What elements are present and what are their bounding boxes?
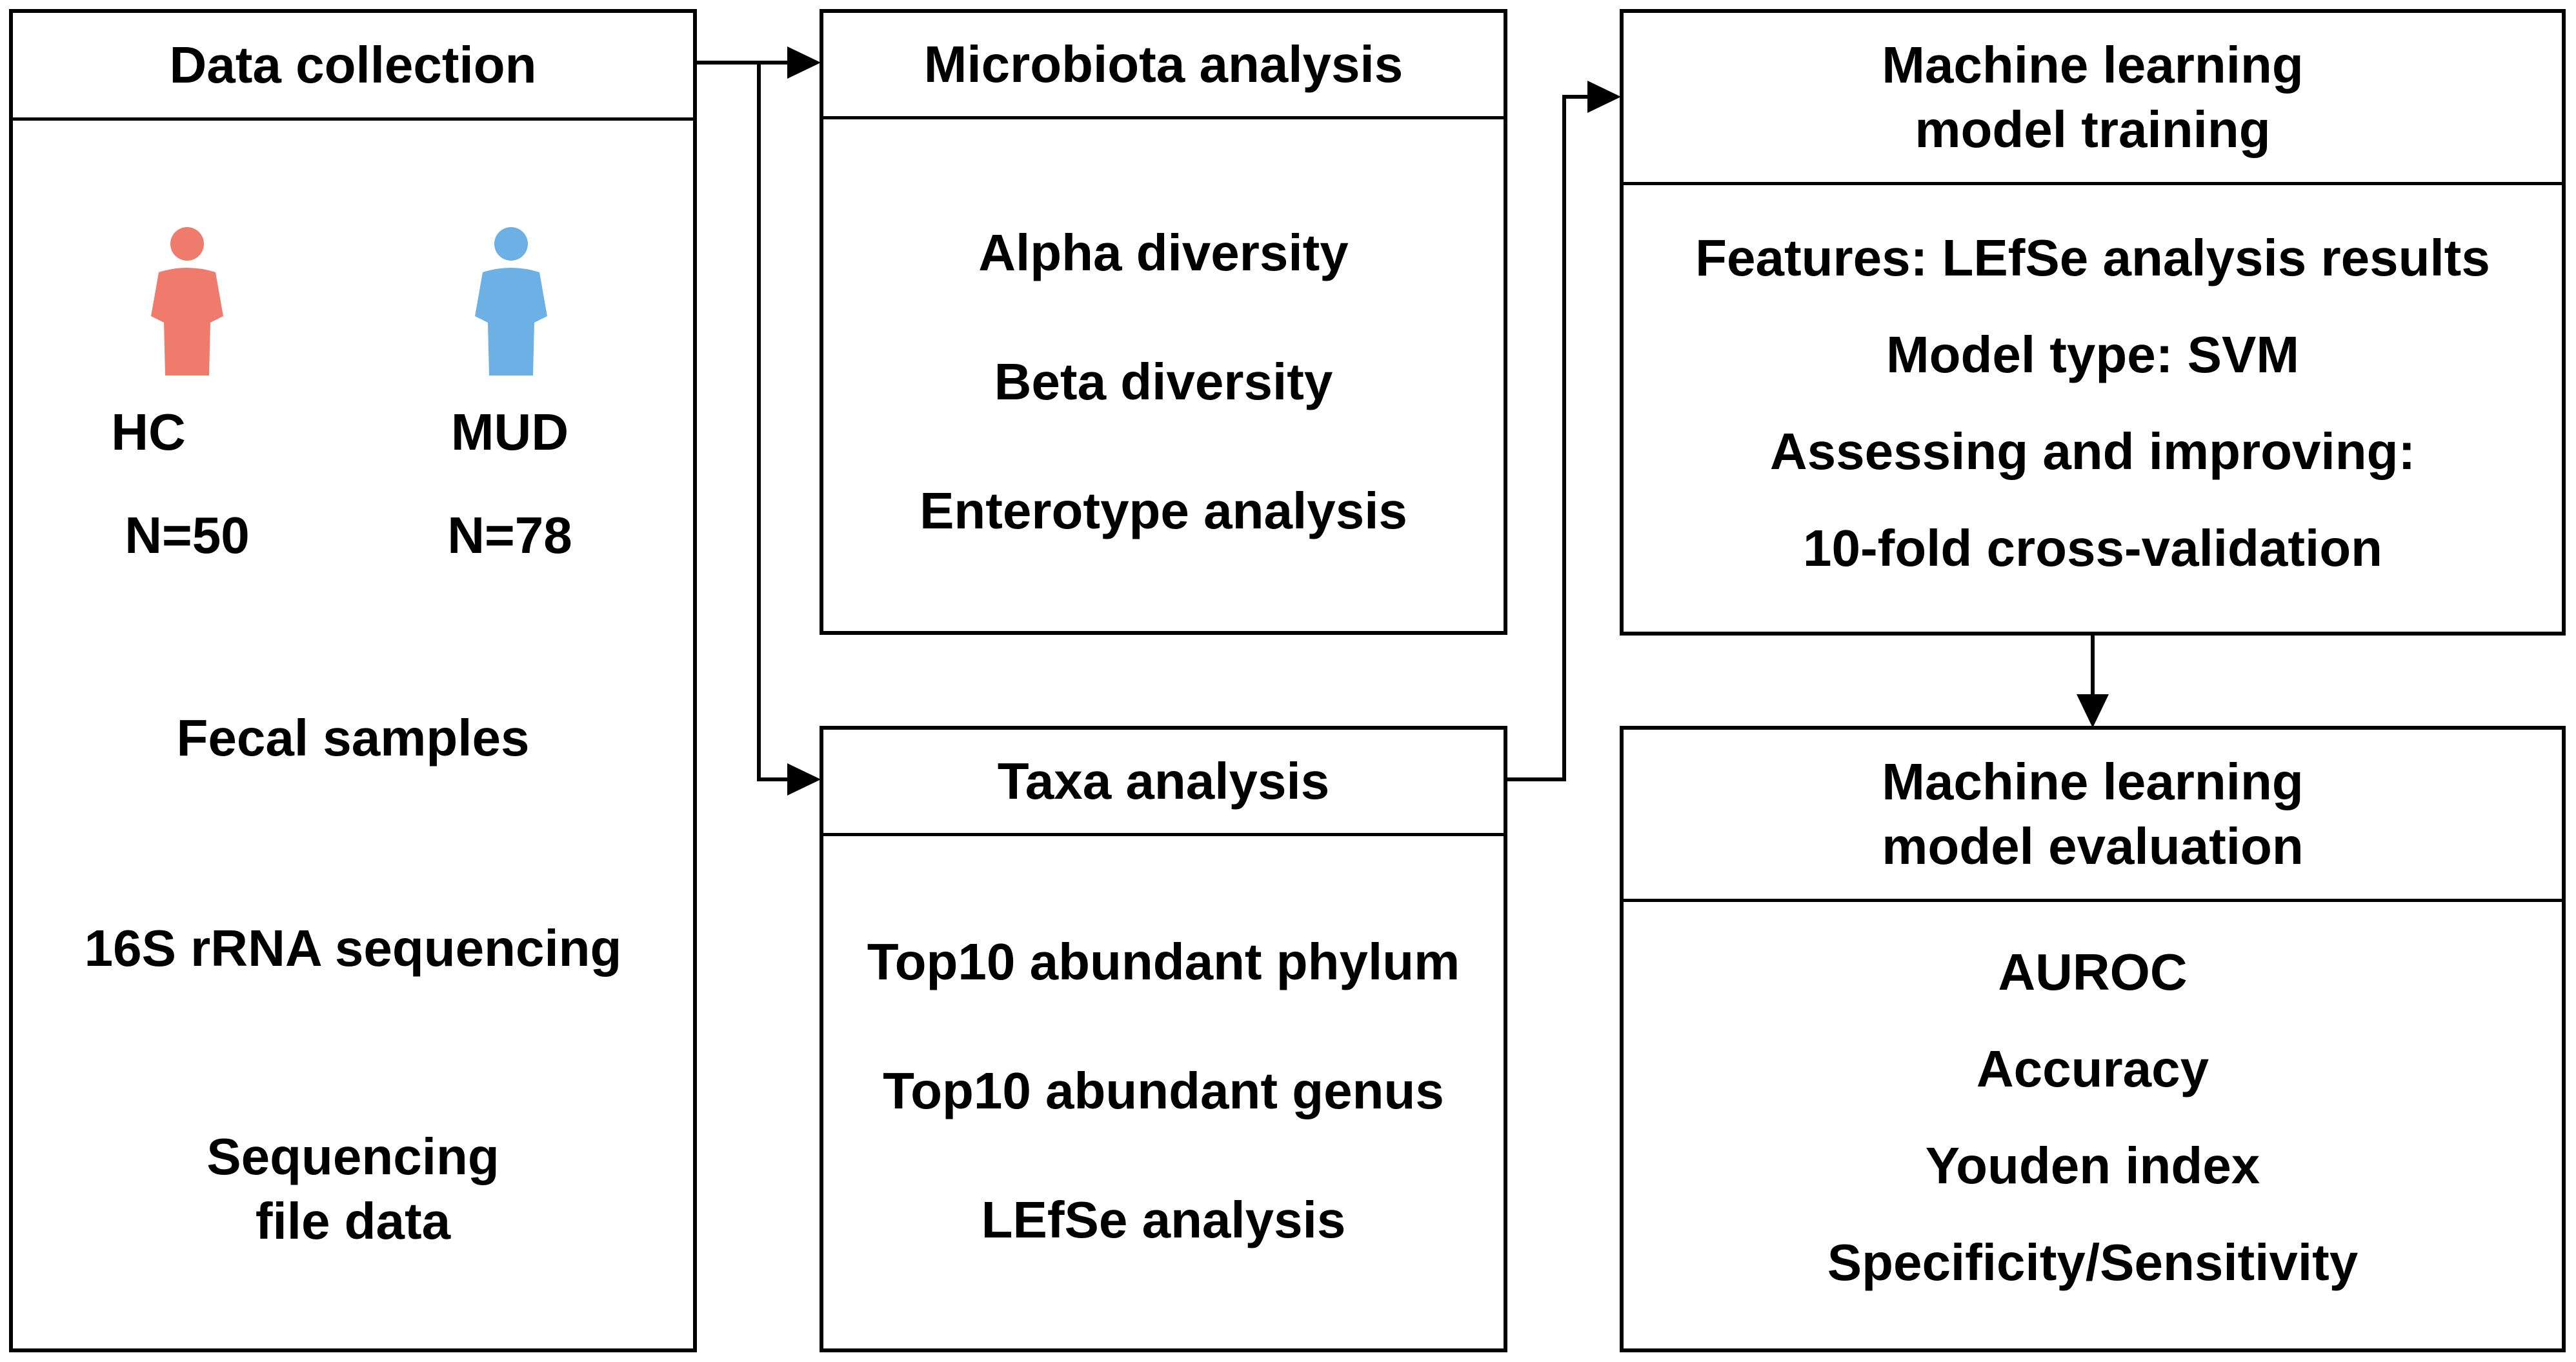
microbiota-analysis-box: Microbiota analysis Alpha diversity Beta… <box>820 9 1507 635</box>
taxa-item: Top10 abundant genus <box>883 1062 1444 1119</box>
hc-person-icon <box>151 227 223 376</box>
arrow-to-ml-training <box>1507 95 1593 781</box>
step-fecal-samples: Fecal samples <box>176 709 530 766</box>
taxa-analysis-title: Taxa analysis <box>823 730 1504 836</box>
microbiota-analysis-title: Microbiota analysis <box>823 13 1504 119</box>
hc-count: N=50 <box>125 506 250 564</box>
arrowhead-ml-evaluation <box>2077 694 2109 728</box>
data-collection-title: Data collection <box>13 13 693 121</box>
ml-evaluation-item: Youden index <box>1925 1137 2260 1194</box>
ml-training-item: Model type: SVM <box>1886 326 2300 383</box>
taxa-analysis-box: Taxa analysis Top10 abundant phylum Top1… <box>820 726 1507 1352</box>
microbiota-item: Alpha diversity <box>978 224 1349 281</box>
taxa-item: Top10 abundant phylum <box>867 933 1460 990</box>
taxa-item: LEfSe analysis <box>981 1191 1346 1248</box>
ml-training-item: 10-fold cross-validation <box>1803 519 2382 577</box>
ml-training-item: Features: LEfSe analysis results <box>1695 229 2490 286</box>
ml-evaluation-title: Machine learning model evaluation <box>1624 730 2562 902</box>
hc-label: HC <box>111 403 186 461</box>
microbiota-item: Enterotype analysis <box>920 482 1407 539</box>
mud-person-icon <box>475 227 547 376</box>
step-sequencing-file-data: Sequencing file data <box>206 1128 499 1250</box>
arrowhead-microbiota <box>787 46 821 79</box>
microbiota-item: Beta diversity <box>994 353 1333 410</box>
ml-evaluation-item: Specificity/Sensitivity <box>1827 1234 2359 1291</box>
arrow-to-taxa <box>757 63 787 781</box>
ml-evaluation-item: Accuracy <box>1976 1040 2209 1097</box>
arrowhead-ml-training <box>1587 81 1621 113</box>
arrowhead-taxa <box>787 763 821 796</box>
data-collection-box: Data collection HC MUD N=50 N=78 Fecal s… <box>9 9 697 1352</box>
step-16s-sequencing: 16S rRNA sequencing <box>84 919 622 977</box>
ml-training-item: Assessing and improving: <box>1769 423 2416 480</box>
ml-evaluation-item: AUROC <box>1998 943 2188 1001</box>
ml-training-box: Machine learning model training Features… <box>1620 9 2566 636</box>
ml-training-title: Machine learning model training <box>1624 13 2562 185</box>
mud-count: N=78 <box>447 506 572 564</box>
ml-evaluation-box: Machine learning model evaluation AUROC … <box>1620 726 2566 1352</box>
mud-label: MUD <box>450 403 569 461</box>
